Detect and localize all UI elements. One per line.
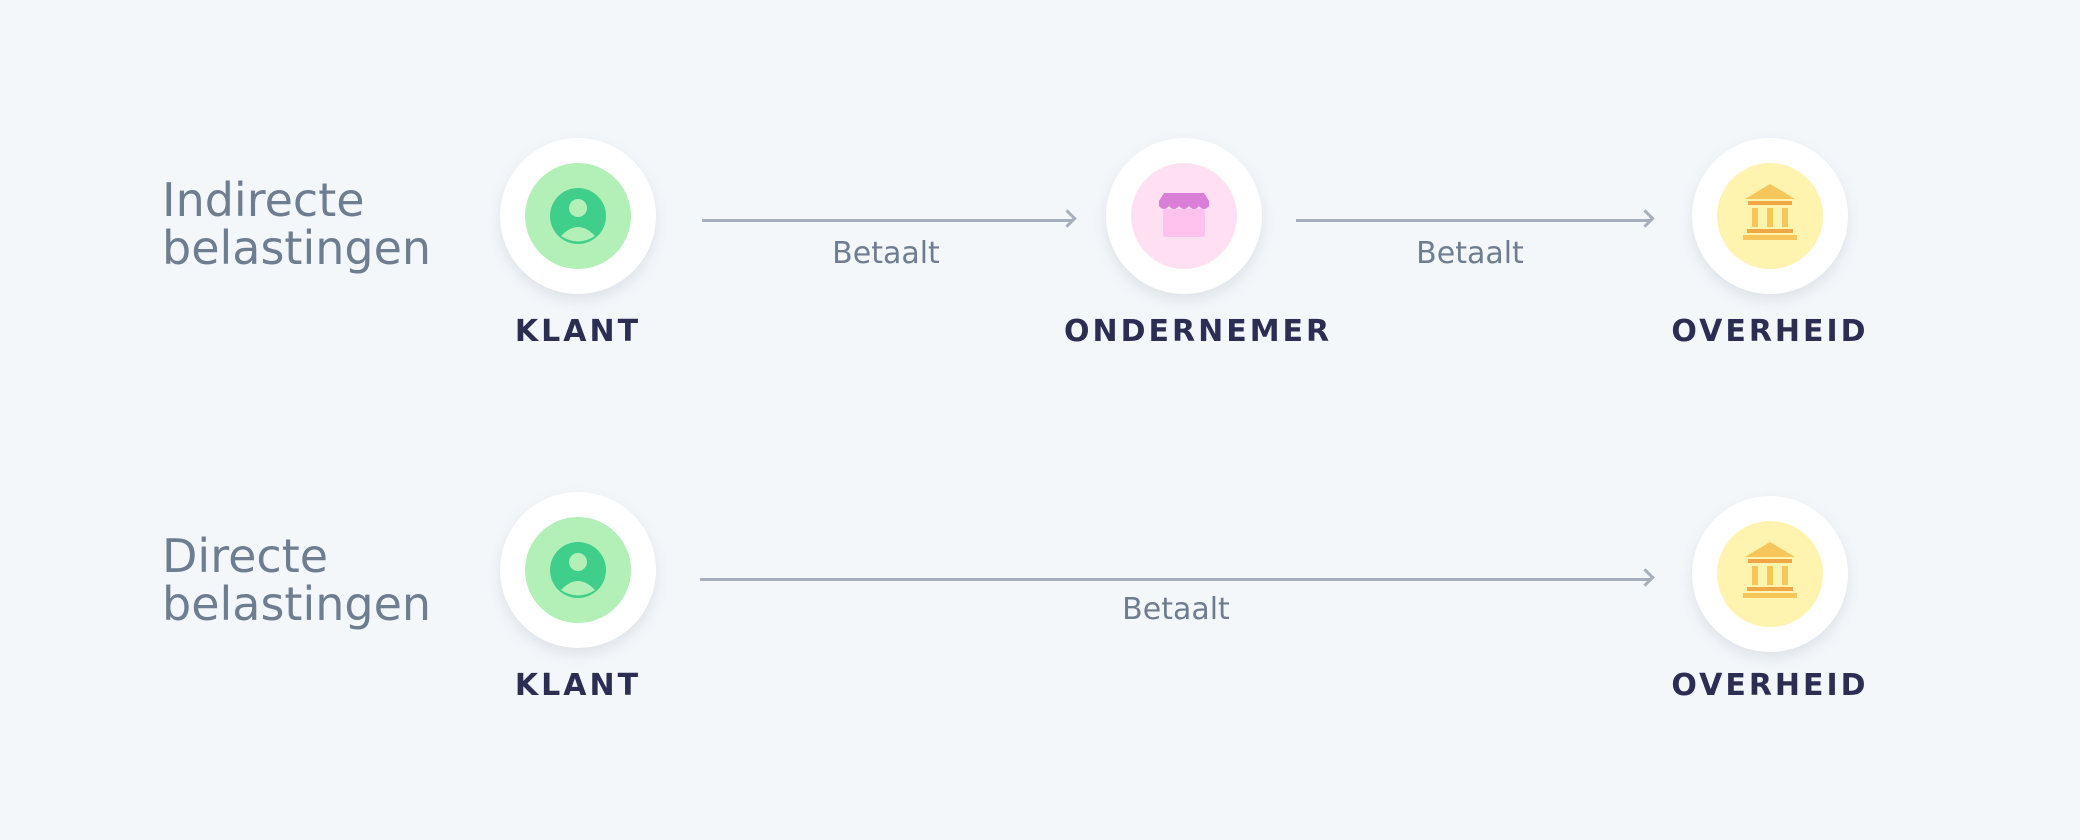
- node-circle: [1106, 138, 1262, 294]
- arrow-klant-overheid: [700, 568, 1655, 587]
- government-building-icon: [1717, 163, 1823, 269]
- person-icon: [525, 163, 631, 269]
- arrow-klant-ondernemer: [702, 209, 1077, 228]
- node-label: KLANT: [514, 668, 642, 703]
- node-circle: [500, 492, 656, 648]
- person-icon: [525, 517, 631, 623]
- node-circle: [1692, 138, 1848, 294]
- node-label: OVERHEID: [1671, 314, 1869, 349]
- arrow-ondernemer-overheid: [1296, 209, 1655, 228]
- node-label: OVERHEID: [1671, 668, 1869, 703]
- node-label: ONDERNEMER: [1064, 314, 1333, 349]
- arrow-head-icon: [1636, 568, 1655, 587]
- arrow-head-icon: [1058, 209, 1077, 228]
- shop-icon: [1131, 163, 1237, 269]
- government-building-icon: [1717, 521, 1823, 627]
- edge-label: Betaalt: [832, 236, 940, 271]
- row-title-directe: Directe belastingen: [162, 529, 432, 631]
- row-title-indirecte: Indirecte belastingen: [162, 173, 432, 275]
- edge-label: Betaalt: [1122, 592, 1230, 627]
- node-label: KLANT: [514, 314, 642, 349]
- node-circle: [1692, 496, 1848, 652]
- edge-label: Betaalt: [1416, 236, 1524, 271]
- arrow-head-icon: [1636, 209, 1655, 228]
- node-circle: [500, 138, 656, 294]
